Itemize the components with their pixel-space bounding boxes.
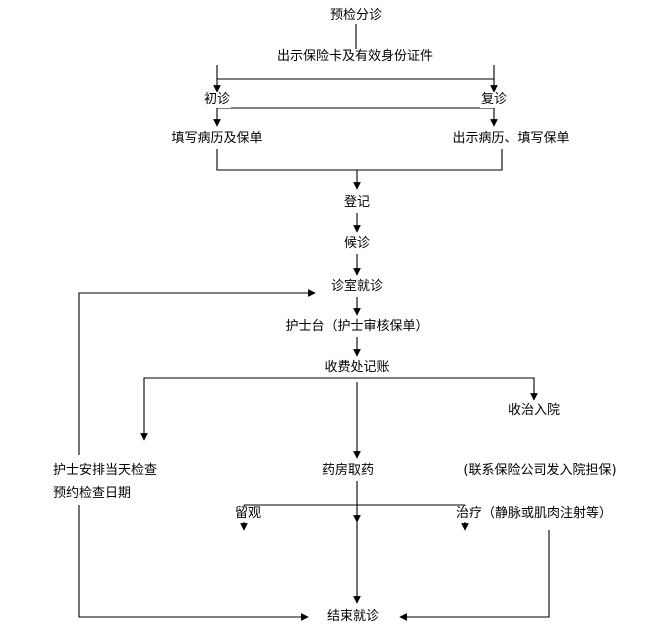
edge-card-split <box>216 65 495 80</box>
edge-loop-back-to-consult <box>78 289 316 455</box>
node-triage: 预检分诊 <box>328 8 384 24</box>
node-insurance-guarantee: (联系保险公司发入院担保) <box>462 463 618 479</box>
node-show-insurance-card: 出示保险卡及有效身份证件 <box>275 49 435 65</box>
node-nurse-schedule-line2: 预约检查日期 <box>52 486 133 502</box>
node-consult: 诊室就诊 <box>329 279 385 295</box>
node-return-visit: 复诊 <box>479 92 509 108</box>
node-pharmacy: 药房取药 <box>320 463 376 479</box>
node-nurse-desk: 护士台（护士审核保单） <box>284 319 430 335</box>
node-wait: 候诊 <box>342 236 372 252</box>
node-show-record-fill-form: 出示病历、填写保单 <box>451 131 571 147</box>
node-first-visit: 初诊 <box>202 92 232 108</box>
node-billing: 收费处记账 <box>323 360 391 376</box>
node-treatment: 治疗（静脉或肌肉注射等） <box>454 506 614 522</box>
edge-left-to-end <box>78 505 309 621</box>
node-register: 登记 <box>342 195 372 211</box>
node-admission: 收治入院 <box>506 403 562 419</box>
node-end: 结束就诊 <box>325 609 381 625</box>
edge-right-to-end <box>399 530 550 621</box>
node-nurse-schedule-line1: 护士安排当天检查 <box>52 463 159 479</box>
edge-billing-left <box>140 377 357 441</box>
edge-forms-merge <box>216 149 503 171</box>
node-observation: 留观 <box>233 506 263 522</box>
node-fill-record-and-form: 填写病历及保单 <box>170 131 264 147</box>
edge-billing-right <box>357 377 538 401</box>
